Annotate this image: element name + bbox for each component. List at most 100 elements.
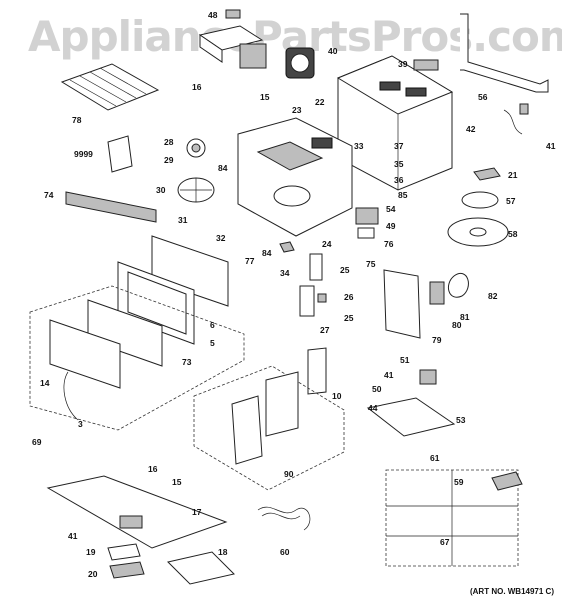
callout-90: 90 xyxy=(284,469,294,479)
exhaust-fan-blade xyxy=(447,273,469,298)
front-grille xyxy=(65,191,157,223)
roller-ring xyxy=(461,191,499,209)
callout-51: 51 xyxy=(400,355,410,365)
callout-84-lower: 84 xyxy=(262,248,272,258)
control-board-assembly xyxy=(198,25,315,79)
callout-33: 33 xyxy=(354,141,364,151)
callout-28: 28 xyxy=(164,137,174,147)
callout-9999: 9999 xyxy=(74,149,93,159)
callout-80: 80 xyxy=(452,320,462,330)
callout-35: 35 xyxy=(394,159,404,169)
callout-30: 30 xyxy=(156,185,166,195)
mounting-plate xyxy=(460,13,549,93)
callout-57: 57 xyxy=(506,196,516,206)
oven-cavity xyxy=(237,117,353,237)
callout-60: 60 xyxy=(280,547,290,557)
callout-22: 22 xyxy=(315,97,325,107)
charcoal-filter xyxy=(167,551,235,585)
hardware-kit xyxy=(385,469,523,567)
callout-25-lower: 25 xyxy=(344,313,354,323)
door-choke-strip xyxy=(63,371,79,421)
callout-16-lower: 16 xyxy=(148,464,158,474)
callout-20: 20 xyxy=(88,569,98,579)
callout-14: 14 xyxy=(40,378,50,388)
callout-6: 6 xyxy=(210,320,215,330)
callout-19: 19 xyxy=(86,547,96,557)
callout-18: 18 xyxy=(218,547,228,557)
callout-59: 59 xyxy=(454,477,464,487)
callout-16: 16 xyxy=(192,82,202,92)
glass-turntable xyxy=(447,217,509,247)
callout-32: 32 xyxy=(216,233,226,243)
callout-3: 3 xyxy=(78,419,83,429)
callout-10: 10 xyxy=(332,391,342,401)
callout-41: 41 xyxy=(546,141,556,151)
callout-74: 74 xyxy=(44,190,54,200)
callout-29: 29 xyxy=(164,155,174,165)
callout-73: 73 xyxy=(182,357,192,367)
callout-21: 21 xyxy=(508,170,518,180)
callout-34: 34 xyxy=(280,268,290,278)
door-assembly xyxy=(49,235,229,389)
wire-harness xyxy=(257,506,311,531)
cooling-fan-assembly xyxy=(366,369,456,437)
callout-41-lower: 41 xyxy=(68,531,78,541)
bottom-cover xyxy=(46,475,228,549)
stirrer-fan xyxy=(177,177,215,203)
humidity-sensor xyxy=(473,167,501,181)
callout-78: 78 xyxy=(72,115,82,125)
callout-26: 26 xyxy=(344,292,354,302)
callout-77: 77 xyxy=(245,256,255,266)
label-tag-48 xyxy=(225,9,241,19)
callout-81: 81 xyxy=(460,312,470,322)
callout-40: 40 xyxy=(328,46,338,56)
high-voltage-capacitor xyxy=(279,241,295,253)
fan-bracket xyxy=(383,269,445,339)
transformer xyxy=(355,207,379,239)
cooking-rack xyxy=(60,63,160,111)
art-number: (ART NO. WB14971 C) xyxy=(469,587,554,596)
callout-39: 39 xyxy=(398,59,408,69)
callout-42: 42 xyxy=(466,124,476,134)
callout-25: 25 xyxy=(340,265,350,275)
callout-27: 27 xyxy=(320,325,330,335)
callout-54: 54 xyxy=(386,204,396,214)
callout-58: 58 xyxy=(508,229,518,239)
callout-36: 36 xyxy=(394,175,404,185)
callout-49: 49 xyxy=(386,221,396,231)
callout-23: 23 xyxy=(292,105,302,115)
door-kit-outline xyxy=(29,285,245,431)
callout-61: 61 xyxy=(430,453,440,463)
wire-harness-top xyxy=(503,103,529,135)
callout-67: 67 xyxy=(440,537,450,547)
callout-69: 69 xyxy=(32,437,42,447)
callout-56: 56 xyxy=(478,92,488,102)
turntable-motor xyxy=(186,138,206,158)
outer-case xyxy=(336,55,454,191)
callout-5: 5 xyxy=(210,338,215,348)
vent-grille xyxy=(413,59,439,71)
control-panel-frame xyxy=(307,347,327,395)
callout-15: 15 xyxy=(260,92,270,102)
callout-53: 53 xyxy=(456,415,466,425)
control-panel-kit xyxy=(193,365,345,491)
callout-44: 44 xyxy=(368,403,378,413)
callout-85: 85 xyxy=(398,190,408,200)
callout-41-mid: 41 xyxy=(384,370,394,380)
callout-31: 31 xyxy=(178,215,188,225)
callout-79: 79 xyxy=(432,335,442,345)
callout-37: 37 xyxy=(394,141,404,151)
interlock-switch-holder xyxy=(299,253,327,317)
callout-84: 84 xyxy=(218,163,228,173)
callout-24: 24 xyxy=(322,239,332,249)
callout-48: 48 xyxy=(208,10,218,20)
callout-15-lower: 15 xyxy=(172,477,182,487)
callout-82: 82 xyxy=(488,291,498,301)
callout-76: 76 xyxy=(384,239,394,249)
callout-75: 75 xyxy=(366,259,376,269)
callout-17: 17 xyxy=(192,507,202,517)
callout-50: 50 xyxy=(372,384,382,394)
owners-manual xyxy=(107,135,133,173)
